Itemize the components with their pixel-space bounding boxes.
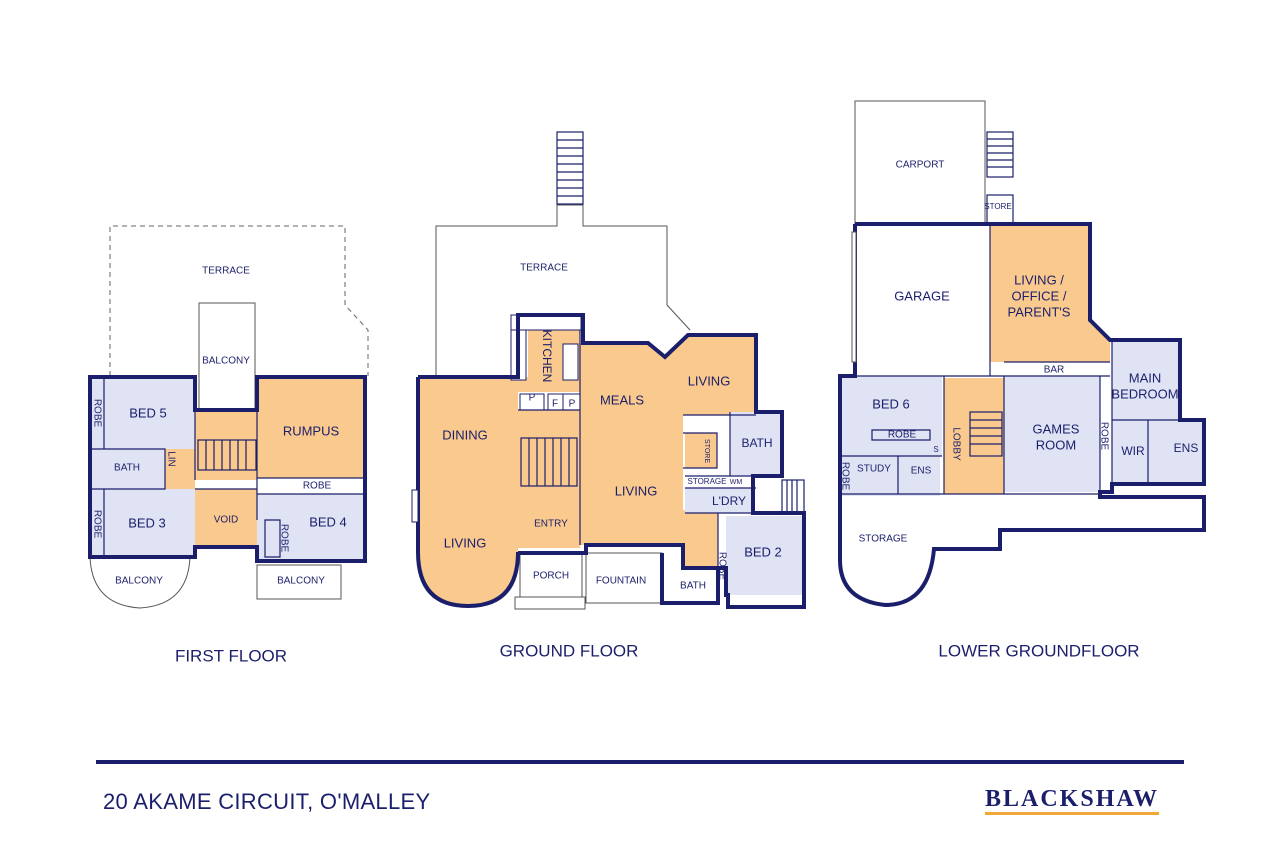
room-label-balcony: BALCONY	[115, 576, 163, 587]
room-label-rumpus: RUMPUS	[283, 423, 340, 438]
room-label-robe: ROBE	[888, 430, 917, 441]
room-label-robe: ROBE	[278, 524, 289, 553]
room-label-living: LIVING	[688, 373, 731, 388]
room-label-main-bedroom: MAIN	[1129, 370, 1162, 385]
room-label-ensuite: ENS	[1174, 441, 1199, 455]
brand-logo: BLACKSHAW	[985, 786, 1160, 815]
room-label-bed2: BED 2	[744, 544, 782, 559]
room-label-living: LIVING	[615, 483, 658, 498]
ground-floor-plan	[411, 131, 806, 610]
room-label-robe: ROBE	[303, 481, 332, 492]
room-label-games-room: GAMES	[1033, 421, 1080, 436]
first-floor-plan	[88, 225, 369, 609]
room-label-store: STORE	[984, 202, 1011, 211]
lower-ground-floor-plan	[838, 100, 1206, 608]
room-label-robe: ROBE	[91, 399, 102, 428]
room-label-s: S	[933, 445, 938, 454]
floor-title-ground: GROUND FLOOR	[500, 641, 639, 660]
room-label-main-bedroom: BEDROOM	[1111, 386, 1178, 401]
room-label-living-office: OFFICE /	[1012, 288, 1067, 303]
room-label-storage: STORAGE	[859, 534, 908, 545]
room-label-games-room: ROOM	[1036, 437, 1076, 452]
room-label-living: LIVING	[444, 535, 487, 550]
room-label-terrace: TERRACE	[520, 263, 568, 274]
room-label-laundry: L'DRY	[712, 494, 746, 508]
room-label-lobby: LOBBY	[950, 427, 961, 461]
room-label-bed5: BED 5	[129, 405, 167, 420]
room-label-kitchen: KITCHEN	[540, 330, 554, 383]
room-label-dining: DINING	[442, 427, 488, 442]
room-label-meals: MEALS	[600, 392, 644, 407]
room-label-bath: BATH	[114, 463, 140, 474]
room-label-bed4: BED 4	[309, 514, 347, 529]
floor-title-first: FIRST FLOOR	[175, 646, 287, 665]
room-label-bath: BATH	[680, 581, 706, 592]
room-label-pantry: P	[529, 393, 536, 404]
room-label-bed6: BED 6	[872, 396, 910, 411]
property-address: 20 AKAME CIRCUIT, O'MALLEY	[103, 789, 431, 814]
room-label-robe: ROBE	[716, 552, 727, 581]
footer-divider	[96, 760, 1184, 764]
room-label-storage: STORAGE	[688, 477, 727, 486]
room-label-bath: BATH	[741, 436, 772, 450]
room-label-terrace: TERRACE	[202, 266, 250, 277]
room-label-fridge: F	[552, 399, 558, 410]
room-label-bar: BAR	[1044, 365, 1065, 376]
room-label-study: STUDY	[857, 464, 891, 475]
room-label-balcony: BALCONY	[277, 576, 325, 587]
room-label-robe: ROBE	[91, 510, 102, 539]
room-label-entry: ENTRY	[534, 519, 568, 530]
room-label-carport: CARPORT	[896, 160, 945, 171]
room-label-bed3: BED 3	[128, 515, 166, 530]
room-label-store: STORE	[703, 439, 710, 463]
room-label-pantry: P	[569, 399, 576, 410]
room-label-garage: GARAGE	[894, 288, 950, 303]
room-label-living-office: PARENT'S	[1008, 304, 1071, 319]
room-label-balcony: BALCONY	[202, 356, 250, 367]
room-label-porch: PORCH	[533, 571, 569, 582]
room-label-fountain: FOUNTAIN	[596, 576, 646, 587]
room-label-wm: WM	[730, 479, 743, 486]
room-label-robe: ROBE	[1098, 422, 1109, 451]
room-label-living-office: LIVING /	[1014, 272, 1064, 287]
room-label-ensuite: ENS	[911, 466, 932, 477]
room-label-lin: LIN	[165, 451, 176, 467]
floor-title-lower-ground: LOWER GROUNDFLOOR	[938, 641, 1139, 660]
room-label-wir: WIR	[1121, 444, 1145, 458]
room-label-void: VOID	[214, 515, 238, 526]
room-label-robe: ROBE	[839, 462, 850, 491]
